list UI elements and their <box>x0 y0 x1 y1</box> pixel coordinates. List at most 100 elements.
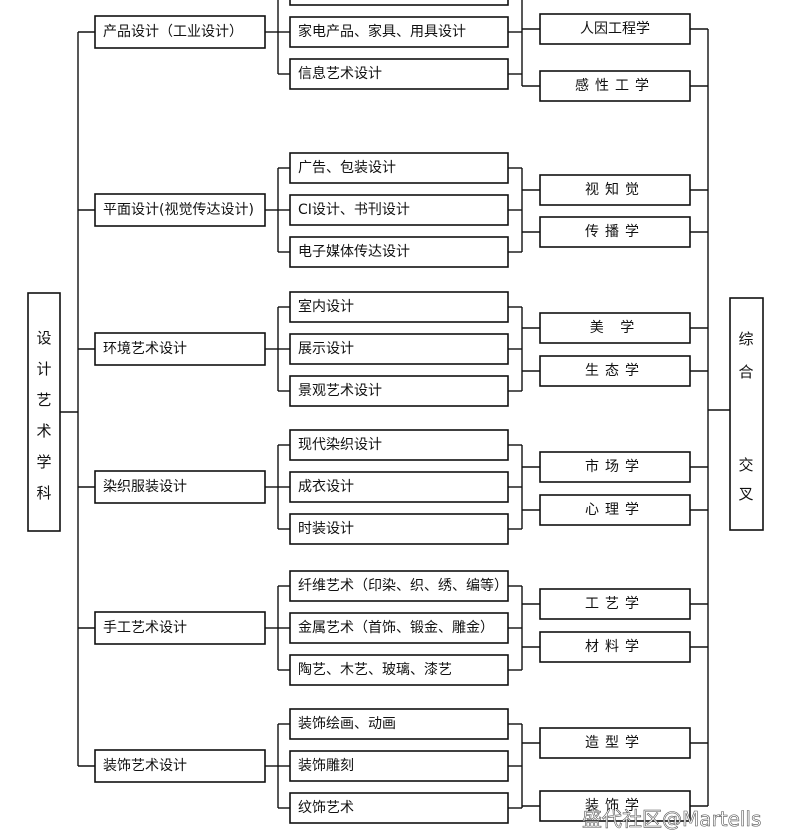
sub-item-box-frame <box>289 333 509 365</box>
box-label: 室内设计 <box>298 298 354 315</box>
box-label: 展示设计 <box>298 341 354 357</box>
box-label: 产品设计（工业设计） <box>103 24 243 40</box>
discipline-label: 生态学 <box>585 363 645 379</box>
discipline-box-frame <box>539 355 691 387</box>
discipline-box-frame <box>539 216 691 248</box>
discipline-box: 人因工程学 <box>539 13 691 45</box>
sub-item-box-frame <box>289 471 509 503</box>
sub-item-box-frame <box>289 792 509 824</box>
box-label: 信息艺术设计 <box>298 65 382 82</box>
sub-item-box: 室内设计 <box>289 291 509 323</box>
discipline-box: 生态学 <box>539 355 691 387</box>
discipline-box: 装饰学 <box>539 790 691 822</box>
sub-item-box: 交通工具、机械产品设计 <box>289 0 509 6</box>
box-label: 纤维艺术（印染、织、绣、编等） <box>298 577 508 594</box>
root-label-char: 设 <box>36 329 51 347</box>
sub-item-box: 景观艺术设计 <box>289 375 509 407</box>
box-label: 景观艺术设计 <box>298 383 382 399</box>
sub-item-box-frame <box>289 375 509 407</box>
right-root-label-char: 合 <box>738 363 753 381</box>
root-label-char: 计 <box>36 360 51 378</box>
box-label: 金属艺术（首饰、锻金、雕金） <box>298 620 494 636</box>
discipline-label: 感性工学 <box>575 77 655 94</box>
sub-item-box: 现代染织设计 <box>289 429 509 461</box>
sub-item-box-frame <box>289 570 509 602</box>
integrated-cross-box-frame <box>729 297 764 531</box>
discipline-box-frame <box>539 70 691 102</box>
category-box-frame <box>94 193 266 227</box>
discipline-label: 传播学 <box>585 224 645 240</box>
discipline-label: 视知觉 <box>585 181 645 198</box>
category-box: 平面设计(视觉传达设计) <box>94 193 266 227</box>
box-label: 时装设计 <box>298 521 354 537</box>
box-label: 家电产品、家具、用具设计 <box>298 23 466 40</box>
box-label: 装饰雕刻 <box>298 758 354 774</box>
right-root-label-char: 综 <box>738 330 753 348</box>
sub-item-box: 纤维艺术（印染、织、绣、编等） <box>289 570 509 602</box>
sub-item-box: CI设计、书刊设计 <box>289 194 509 226</box>
discipline-box: 感性工学 <box>539 70 691 102</box>
box-label: 电子媒体传达设计 <box>298 244 410 260</box>
sub-item-box: 装饰绘画、动画 <box>289 708 509 740</box>
sub-item-box-frame <box>289 58 509 90</box>
box-label: 装饰艺术设计 <box>103 758 187 774</box>
discipline-box-frame <box>539 312 691 344</box>
category-box: 手工艺术设计 <box>94 611 266 645</box>
sub-item-box: 金属艺术（首饰、锻金、雕金） <box>289 612 509 644</box>
discipline-label: 材料学 <box>585 639 645 655</box>
watermark-text: 盛代社区@Martells <box>582 807 761 831</box>
discipline-box-frame <box>539 174 691 206</box>
discipline-label: 工艺学 <box>585 596 645 612</box>
box-label: 纹饰艺术 <box>298 800 354 816</box>
sub-item-box: 时装设计 <box>289 513 509 545</box>
sub-item-box: 装饰雕刻 <box>289 750 509 782</box>
category-box-frame <box>94 749 266 783</box>
category-box: 染织服装设计 <box>94 470 266 504</box>
discipline-box: 美 学 <box>539 312 691 344</box>
sub-item-box: 陶艺、木艺、玻璃、漆艺 <box>289 654 509 686</box>
category-box: 环境艺术设计 <box>94 332 266 366</box>
sub-item-box-frame <box>289 291 509 323</box>
discipline-box-frame <box>539 727 691 759</box>
root-label-char: 艺 <box>36 391 51 409</box>
sub-item-box: 广告、包装设计 <box>289 152 509 184</box>
discipline-box-frame <box>539 631 691 663</box>
box-label: 平面设计(视觉传达设计) <box>103 202 254 218</box>
category-box: 产品设计（工业设计） <box>94 15 266 49</box>
sub-item-box: 信息艺术设计 <box>289 58 509 90</box>
box-label: 装饰绘画、动画 <box>298 716 396 732</box>
discipline-box: 材料学 <box>539 631 691 663</box>
connector-lines <box>60 0 730 809</box>
box-label: CI设计、书刊设计 <box>298 202 410 218</box>
discipline-label: 装饰学 <box>585 798 645 814</box>
discipline-box-frame <box>539 494 691 526</box>
sub-item-box: 纹饰艺术 <box>289 792 509 824</box>
sub-item-box-frame <box>289 654 509 686</box>
discipline-box: 视知觉 <box>539 174 691 206</box>
discipline-label: 人因工程学 <box>580 21 650 37</box>
box-label: 染织服装设计 <box>103 479 187 495</box>
sub-item-box: 家电产品、家具、用具设计 <box>289 16 509 48</box>
sub-item-box-frame <box>289 750 509 782</box>
discipline-box: 造型学 <box>539 727 691 759</box>
sub-item-box-frame <box>289 612 509 644</box>
root-label-char: 学 <box>36 453 51 471</box>
discipline-box-frame <box>539 13 691 45</box>
discipline-box: 工艺学 <box>539 588 691 620</box>
root-label-char: 术 <box>36 422 51 440</box>
discipline-label: 美 学 <box>590 320 640 336</box>
box-label: 成衣设计 <box>298 479 354 495</box>
discipline-label: 市场学 <box>585 458 645 475</box>
sub-item-box-frame <box>289 0 509 6</box>
discipline-box-frame <box>539 451 691 483</box>
box-label: 广告、包装设计 <box>298 160 396 176</box>
discipline-box: 心理学 <box>539 494 691 526</box>
sub-item-box-frame <box>289 194 509 226</box>
discipline-box-frame <box>539 790 691 822</box>
root-discipline-box-frame <box>27 292 61 532</box>
sub-item-box: 成衣设计 <box>289 471 509 503</box>
